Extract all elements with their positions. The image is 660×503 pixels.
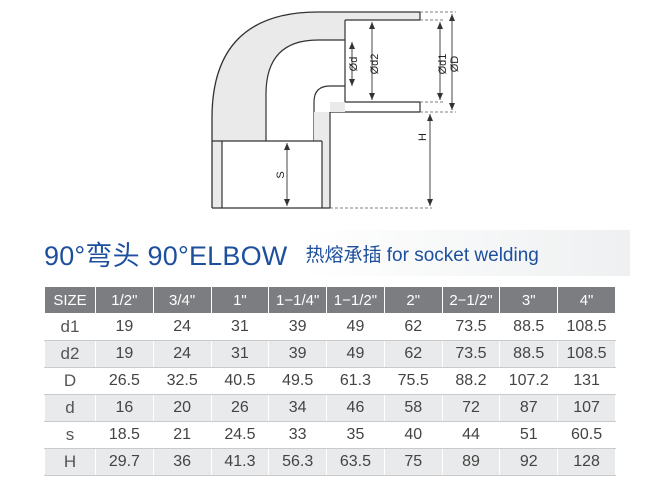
elbow-technical-drawing: Ød Ød2 Ød1 ØD H S — [211, 11, 461, 209]
table-cell: 29.7 — [95, 448, 154, 476]
table-cell: 75 — [383, 448, 443, 476]
table-cell: 89 — [441, 448, 501, 476]
table-cell: 56.3 — [268, 448, 328, 476]
table-cell: 58 — [383, 394, 443, 422]
table-cell: 92 — [499, 448, 559, 476]
row-label: d1 — [44, 313, 96, 341]
dim-label-S: S — [275, 171, 287, 178]
table-cell: 46 — [326, 394, 385, 422]
size-header: 2" — [383, 286, 443, 314]
table-header-row: SIZE 1/2" 3/4" 1" 1−1/4" 1−1/2" 2" 2−1/2… — [44, 286, 616, 314]
table-cell: 19 — [95, 313, 154, 341]
table-cell: 24 — [152, 340, 212, 368]
table-cell: 24 — [152, 313, 212, 341]
table-cell: 60.5 — [557, 421, 616, 449]
table-cell: 75.5 — [383, 367, 443, 395]
elbow-wall-fill — [212, 12, 420, 208]
dim-label-D: ØD — [449, 56, 461, 73]
dim-label-H: H — [417, 133, 429, 141]
table-cell: 26.5 — [95, 367, 154, 395]
table-cell: 18.5 — [95, 421, 154, 449]
table-cell: 108.5 — [557, 340, 616, 368]
dim-label-d: Ød — [348, 57, 360, 72]
table-cell: 20 — [152, 394, 212, 422]
table-cell: 73.5 — [441, 340, 501, 368]
table-cell: 131 — [557, 367, 616, 395]
dim-label-d2: Ød2 — [369, 54, 381, 75]
elbow-outer-contour — [211, 11, 420, 208]
table-cell: 40 — [383, 421, 443, 449]
table-cell: 88.5 — [499, 340, 559, 368]
table-cell: 51 — [499, 421, 559, 449]
table-row: d2 19 24 31 39 49 62 73.5 88.5 108.5 — [44, 340, 616, 368]
product-title-bar: 90°弯头 90°ELBOW 热熔承插 for socket welding — [30, 230, 630, 276]
row-label: d — [44, 394, 96, 422]
table-cell: 31 — [210, 313, 270, 341]
size-header: 1−1/4" — [268, 286, 328, 314]
table-cell: 107.2 — [499, 367, 559, 395]
table-cell: 107 — [557, 394, 616, 422]
product-title: 90°弯头 90°ELBOW — [44, 240, 288, 271]
table-row: D 26.5 32.5 40.5 49.5 61.3 75.5 88.2 107… — [44, 367, 616, 395]
dim-label-d1: Ød1 — [437, 54, 449, 75]
table-cell: 21 — [152, 421, 212, 449]
table-cell: 108.5 — [557, 313, 616, 341]
table-cell: 35 — [326, 421, 385, 449]
table-cell: 24.5 — [210, 421, 270, 449]
table-cell: 63.5 — [326, 448, 385, 476]
table-cell: 33 — [268, 421, 328, 449]
size-header: 3" — [499, 286, 559, 314]
table-cell: 88.2 — [441, 367, 501, 395]
table-cell: 39 — [268, 340, 328, 368]
table-cell: 61.3 — [326, 367, 385, 395]
table-cell: 49.5 — [268, 367, 328, 395]
row-label: H — [44, 448, 96, 476]
row-label: D — [44, 367, 96, 395]
table-cell: 128 — [557, 448, 616, 476]
size-spec-table: SIZE 1/2" 3/4" 1" 1−1/4" 1−1/2" 2" 2−1/2… — [44, 286, 616, 476]
table-cell: 49 — [326, 340, 385, 368]
size-header: 1/2" — [95, 286, 154, 314]
table-cell: 44 — [441, 421, 501, 449]
table-cell: 34 — [268, 394, 328, 422]
row-label: d2 — [44, 340, 96, 368]
size-header: 1−1/2" — [326, 286, 385, 314]
table-cell: 19 — [95, 340, 154, 368]
table-cell: 62 — [383, 313, 443, 341]
table-cell: 31 — [210, 340, 270, 368]
table-row: H 29.7 36 41.3 56.3 63.5 75 89 92 128 — [44, 448, 616, 476]
table-row: s 18.5 21 24.5 33 35 40 44 51 60.5 — [44, 421, 616, 449]
table-cell: 26 — [210, 394, 270, 422]
table-row: d 16 20 26 34 46 58 72 87 107 — [44, 394, 616, 422]
table-cell: 32.5 — [152, 367, 212, 395]
table-cell: 88.5 — [499, 313, 559, 341]
table-cell: 41.3 — [210, 448, 270, 476]
table-cell: 40.5 — [210, 367, 270, 395]
table-cell: 36 — [152, 448, 212, 476]
table-cell: 87 — [499, 394, 559, 422]
table-cell: 16 — [95, 394, 154, 422]
size-header: 1" — [210, 286, 270, 314]
table-cell: 72 — [441, 394, 501, 422]
size-corner-header: SIZE — [44, 286, 96, 314]
table-cell: 73.5 — [441, 313, 501, 341]
size-header: 2−1/2" — [441, 286, 501, 314]
table-cell: 62 — [383, 340, 443, 368]
table-row: d1 19 24 31 39 49 62 73.5 88.5 108.5 — [44, 313, 616, 341]
product-subtitle: 热熔承插 for socket welding — [305, 244, 539, 266]
size-header: 3/4" — [152, 286, 212, 314]
table-cell: 39 — [268, 313, 328, 341]
row-label: s — [44, 421, 96, 449]
table-cell: 49 — [326, 313, 385, 341]
size-header: 4" — [557, 286, 616, 314]
